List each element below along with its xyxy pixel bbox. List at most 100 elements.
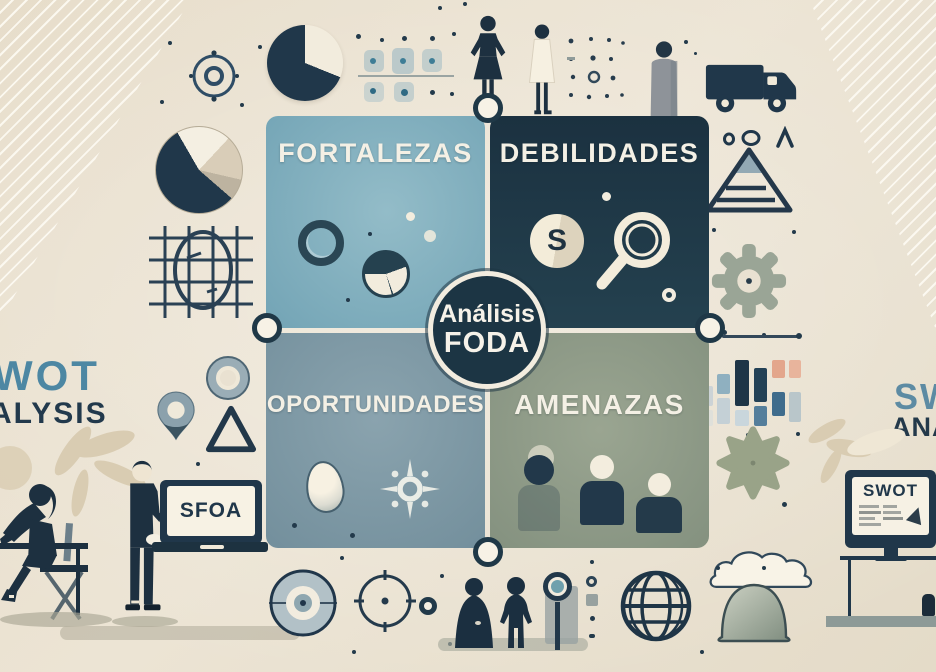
dot-grid-icon	[352, 30, 464, 102]
person-gray-icon	[646, 40, 682, 120]
screen-text-line	[859, 505, 879, 508]
pie-chart-icon-left	[155, 126, 243, 214]
screen-text-line	[883, 511, 901, 514]
badge-letter: S	[546, 224, 567, 257]
dot-grid-icon	[565, 33, 627, 103]
speck	[258, 45, 262, 49]
mouse-icon	[146, 534, 162, 545]
threat-figure-body	[580, 481, 624, 525]
speck	[438, 6, 442, 10]
speck	[694, 52, 697, 55]
quadrant-label: DEBILIDADES	[499, 138, 700, 168]
speck	[796, 333, 802, 339]
laptop-screen-text: SFOA	[179, 499, 243, 522]
people-pair-icon	[450, 576, 542, 654]
monitor-screen: SWOT	[852, 477, 929, 535]
compass-sun-icon	[378, 457, 442, 521]
monitor-stand	[884, 548, 898, 558]
map-pin-icon	[154, 382, 198, 454]
speck	[463, 2, 467, 6]
speck	[712, 228, 716, 232]
screen-text-line	[883, 517, 903, 520]
threat-figure-head	[648, 473, 671, 496]
dots-column	[584, 556, 602, 652]
quadrant-amenazas: AMENAZAS	[490, 333, 709, 548]
quadrant-label: AMENAZAS	[514, 389, 685, 420]
laptop-screen: SFOA	[167, 486, 255, 536]
speck	[722, 330, 727, 335]
screen-text-line	[859, 517, 875, 520]
connector-line	[722, 335, 798, 338]
speck	[684, 40, 688, 44]
quadrant-debilidades: DEBILIDADES S	[490, 116, 709, 328]
globe-icon	[618, 568, 694, 644]
connector-dot-bottom	[473, 537, 503, 567]
speck	[662, 288, 676, 302]
mini-pie-icon	[362, 250, 410, 298]
triangle-outline-icon	[205, 404, 257, 454]
pyramid-chart-icon	[704, 146, 794, 216]
gear-icon	[710, 242, 788, 320]
speck	[424, 230, 436, 242]
floor-shadow	[0, 612, 112, 627]
target-icon	[188, 50, 240, 102]
right-swot-text-line1: SW	[894, 376, 936, 417]
speck	[440, 574, 444, 578]
screen-text-line	[859, 511, 881, 514]
egg-icon	[302, 458, 348, 516]
monitor: SWOT	[845, 470, 936, 630]
stripes-top-right	[810, 0, 936, 330]
small-shapes-row-icon	[720, 126, 798, 148]
speck	[340, 556, 344, 560]
laptop-notch	[200, 545, 224, 549]
floor-shadow	[112, 616, 178, 627]
speck	[406, 212, 415, 221]
screen-arrow	[905, 504, 927, 526]
speck	[196, 462, 200, 466]
floor-band	[826, 616, 936, 627]
quadrant-label: OPORTUNIDADES	[266, 391, 485, 418]
speck	[168, 41, 172, 45]
threat-figure-body	[518, 485, 560, 531]
threat-figure-head	[590, 455, 614, 479]
laptop: SFOA	[146, 480, 276, 556]
woman-hands-on-hips-icon	[464, 14, 512, 114]
screen-text-line	[859, 523, 881, 526]
speck	[346, 298, 350, 302]
desk-top	[840, 556, 936, 560]
speck	[160, 100, 164, 104]
woman-white-coat-icon	[521, 24, 563, 120]
threat-figure-body	[636, 497, 682, 533]
speck	[716, 566, 720, 570]
center-title-line2: FODA	[443, 326, 531, 359]
left-swot-text-line2: ALYSIS	[0, 397, 108, 430]
speck	[352, 650, 356, 654]
donut-icon	[206, 356, 250, 400]
speck	[368, 232, 372, 236]
quadrant-label: FORTALEZAS	[278, 138, 473, 168]
speck	[240, 103, 244, 107]
small-figure	[922, 594, 935, 616]
ring-icon	[298, 220, 344, 266]
speck	[762, 566, 766, 570]
sun-gear-icon	[714, 424, 792, 502]
pie-chart-icon-top	[267, 25, 343, 101]
center-circle: Análisis FODA	[428, 271, 546, 389]
left-swot-text-line1: WOT	[0, 352, 100, 399]
magnifier-icon	[590, 204, 674, 304]
connector-dot-top	[473, 93, 503, 123]
screen-text-line	[883, 505, 897, 508]
truck-icon	[704, 54, 800, 116]
small-circle-icon	[419, 597, 437, 615]
connector-dot-right	[695, 313, 725, 343]
center-title-line1: Análisis	[439, 299, 535, 328]
speck	[602, 192, 611, 201]
connector-dot-left	[252, 313, 282, 343]
bullseye-icon	[268, 568, 338, 638]
pin-marker-icon	[542, 564, 582, 652]
letter-badge: S	[530, 214, 584, 268]
monitor-screen-text: SWOT	[863, 481, 918, 500]
speck	[292, 523, 297, 528]
plant-leaf	[816, 446, 846, 486]
